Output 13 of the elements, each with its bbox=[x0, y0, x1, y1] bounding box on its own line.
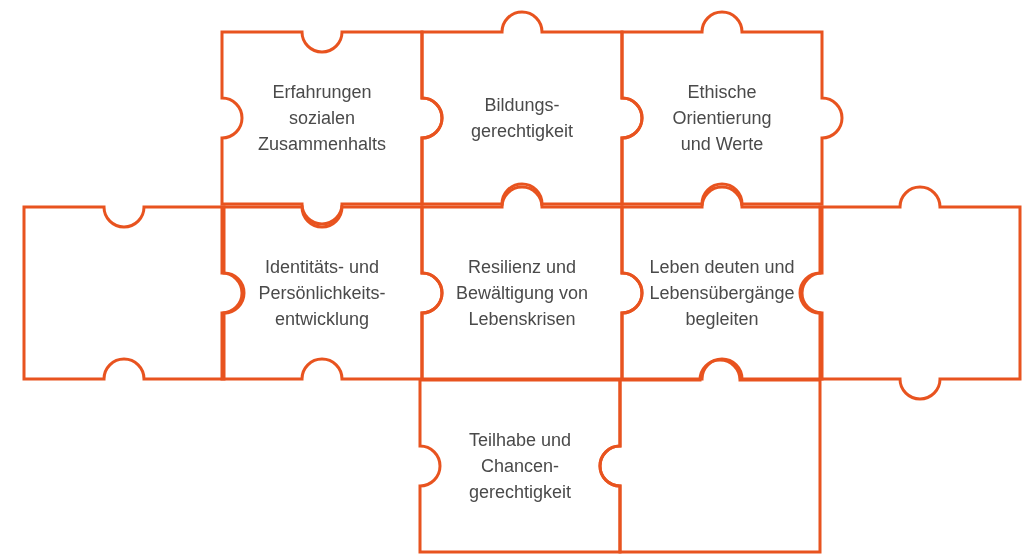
puzzle-piece bbox=[418, 378, 622, 554]
piece-label: Identitäts- und Persönlichkeits- entwicklung bbox=[257, 256, 387, 331]
piece-label: Leben deuten und Lebensübergänge begleiten bbox=[648, 256, 796, 331]
piece-label: Bildungs- gerechtigkeit bbox=[469, 94, 575, 143]
puzzle-piece bbox=[620, 10, 844, 206]
piece-label: Ethische Orientierung und Werte bbox=[671, 81, 773, 156]
puzzle-piece bbox=[798, 185, 1022, 401]
puzzle-piece bbox=[598, 358, 822, 554]
puzzle-piece bbox=[22, 205, 246, 381]
piece-label: Teilhabe und Chancen- gerechtigkeit bbox=[467, 429, 573, 504]
piece-label: Resilienz und Bewältigung von Lebenskrisen bbox=[454, 256, 590, 331]
puzzle-piece bbox=[620, 185, 824, 381]
piece-label: Erfahrungen sozialen Zusammenhalts bbox=[256, 81, 388, 156]
